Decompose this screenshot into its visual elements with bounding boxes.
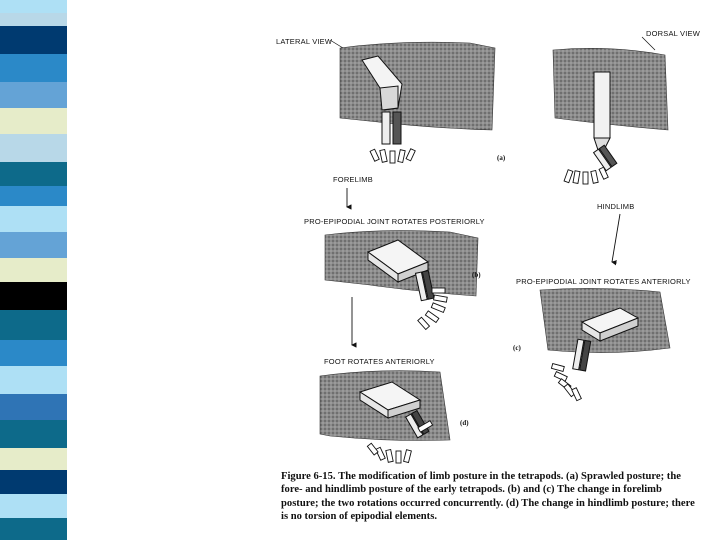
stripe-block (0, 0, 67, 13)
stripe-block (0, 232, 67, 258)
stripe-block (0, 448, 67, 470)
stripe-block (0, 340, 67, 366)
label-foot-rotates: FOOT ROTATES ANTERIORLY (324, 357, 435, 366)
stripe-block (0, 310, 67, 340)
stripe-block (0, 420, 67, 448)
caption-figure-number: Figure 6-15. (281, 471, 336, 482)
panel-a-lateral (329, 39, 496, 164)
label-pro-epipodial-anterior: PRO-EPIPODIAL JOINT ROTATES ANTERIORLY (516, 277, 691, 286)
stripe-block (0, 494, 67, 518)
panel-tag-c: (c) (513, 344, 521, 352)
decorative-stripe (0, 0, 67, 540)
stripe-block (0, 282, 67, 310)
hindlimb-arrow (611, 213, 621, 266)
figure-caption: Figure 6-15. The modification of limb po… (281, 470, 701, 523)
stripe-block (0, 13, 67, 26)
caption-text: The modification of limb posture in the … (281, 471, 695, 522)
stripe-block (0, 162, 67, 186)
panel-c (539, 288, 671, 402)
stripe-block (0, 54, 67, 82)
stripe-block (0, 366, 67, 394)
stripe-block (0, 206, 67, 232)
stripe-block (0, 108, 67, 134)
label-lateral-view: LATERAL VIEW (276, 37, 333, 46)
stripe-block (0, 470, 67, 494)
panel-d (319, 370, 451, 464)
panel-a-dorsal (552, 36, 669, 185)
label-hindlimb: HINDLIMB (597, 202, 634, 211)
stripe-block (0, 26, 67, 54)
panel-tag-b: (b) (472, 271, 481, 279)
stripe-block (0, 82, 67, 108)
label-forelimb: FORELIMB (333, 175, 373, 184)
stripe-block (0, 518, 67, 540)
stripe-block (0, 258, 67, 282)
label-dorsal-view: DORSAL VIEW (646, 29, 701, 38)
panel-tag-d: (d) (460, 419, 469, 427)
panel-b (324, 230, 479, 331)
panel-tag-a: (a) (497, 154, 506, 162)
stripe-block (0, 186, 67, 206)
label-pro-epipodial-posterior: PRO-EPIPODIAL JOINT ROTATES POSTERIORLY (304, 217, 485, 226)
stripe-block (0, 394, 67, 420)
stripe-block (0, 134, 67, 162)
